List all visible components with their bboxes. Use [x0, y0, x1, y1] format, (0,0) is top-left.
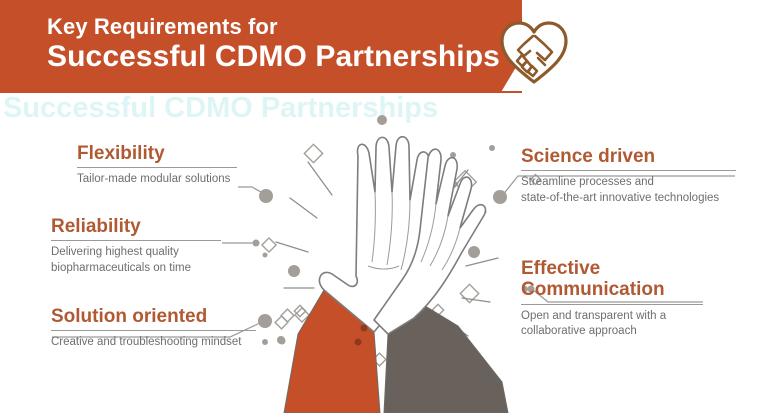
cuff-button [354, 338, 362, 346]
item-rule-science-driven [521, 170, 736, 172]
hand-left-creases [367, 191, 411, 271]
item-desc-effective-communication: Open and transparent with a collaborativ… [521, 309, 667, 338]
item-desc-science-driven: Streamline processes and state-of-the-ar… [521, 176, 720, 204]
requirement-item-reliability: Reliability Delivering highest quality b… [51, 216, 221, 276]
item-title-science-driven: Science driven [521, 146, 656, 167]
item-title-effective-communication: Effective Communication [521, 258, 665, 301]
header-line-1: Key Requirements for [47, 14, 278, 39]
item-title-reliability: Reliability [51, 216, 141, 237]
high-five-hands-illustration [275, 135, 509, 413]
header-line-2: Successful CDMO Partnerships [47, 39, 500, 73]
requirement-item-flexibility: Flexibility Tailor-made modular solution… [77, 143, 237, 188]
hand-right-creases [420, 203, 461, 271]
requirement-item-solution-oriented: Solution oriented Creative and troublesh… [51, 306, 256, 351]
header-band [0, 0, 522, 92]
heart-outline [500, 21, 568, 84]
item-rule-solution-oriented [51, 330, 256, 332]
item-title-solution-oriented: Solution oriented [51, 306, 208, 327]
connector-endpoint-dot [252, 239, 260, 247]
item-desc-flexibility: Tailor-made modular solutions [77, 173, 231, 186]
heart-handshake-logo [500, 21, 568, 84]
handshake-glyph [515, 34, 554, 78]
hand-right [373, 148, 487, 335]
item-rule-reliability [51, 240, 221, 242]
item-rule-flexibility [77, 167, 237, 169]
requirement-item-effective-communication: Effective Communication Open and transpa… [521, 258, 703, 340]
cuff-button [360, 324, 368, 332]
item-rule-effective-communication [521, 303, 703, 305]
header-title-block: Key Requirements for Successful CDMO Par… [47, 15, 500, 73]
item-title-flexibility: Flexibility [77, 143, 165, 164]
requirement-item-science-driven: Science driven Streamline processes and … [521, 146, 736, 206]
item-desc-solution-oriented: Creative and troubleshooting mindset [51, 336, 242, 349]
item-desc-reliability: Delivering highest quality biopharmaceut… [51, 246, 191, 274]
header-bottom-rule [0, 91, 522, 93]
